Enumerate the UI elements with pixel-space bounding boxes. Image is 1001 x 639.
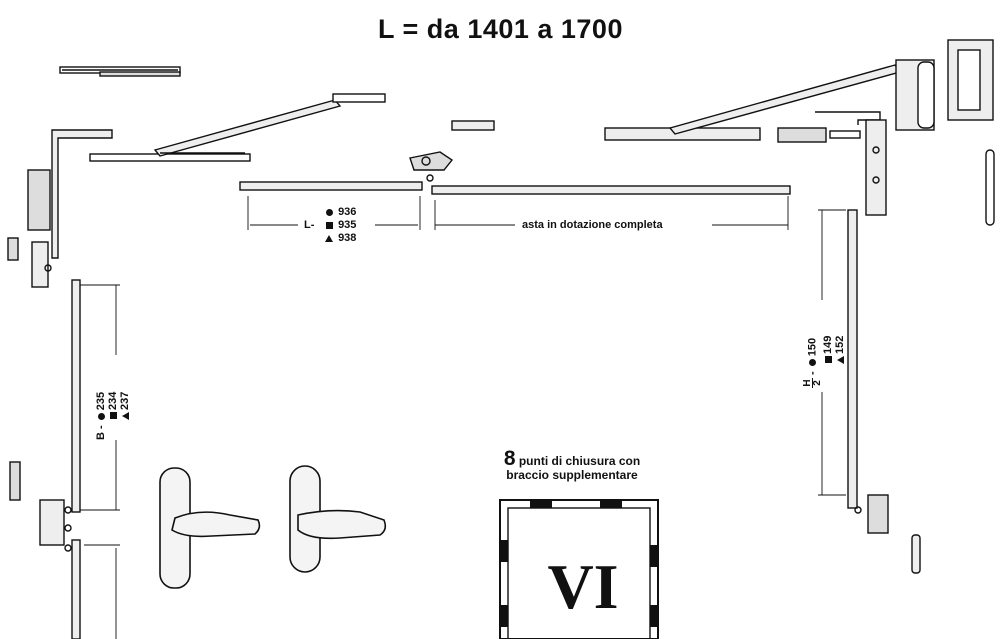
- pivot-part: [409, 151, 454, 182]
- right-dim-label: H 2 - 150 149 152: [802, 335, 846, 388]
- left-dim-code-3: 237: [119, 391, 131, 410]
- closing-points-caption: 8 punti di chiusura con braccio suppleme…: [462, 448, 682, 482]
- circle-symbol-icon: [809, 358, 816, 366]
- right-dim-fraction-bottom: 2: [812, 378, 823, 388]
- left-dimension-line: [80, 284, 120, 639]
- window-handle-left: [159, 467, 261, 589]
- window-handle-right: [289, 465, 387, 573]
- right-dim-code-1: 150: [806, 337, 819, 357]
- square-symbol-icon: [325, 221, 333, 229]
- left-keeper: [9, 461, 21, 501]
- triangle-symbol-icon: [836, 356, 844, 364]
- left-dim-prefix: B -: [95, 425, 107, 440]
- right-hinge: [895, 39, 995, 226]
- circle-symbol-icon: [325, 208, 333, 216]
- right-stay-arm: [604, 64, 902, 143]
- window-frame: [499, 499, 659, 639]
- square-symbol-icon: [109, 412, 117, 420]
- triangle-symbol-icon: [325, 234, 333, 242]
- caption-line-1: punti di chiusura con: [518, 454, 641, 468]
- top-dim-code-3: 938: [323, 233, 356, 244]
- top-dim-code-2: 935: [323, 220, 356, 231]
- triangle-symbol-icon: [121, 412, 129, 420]
- square-symbol-icon: [824, 356, 832, 364]
- right-vertical-rod: [847, 209, 858, 509]
- top-rod-left: [239, 181, 423, 191]
- top-rod-right: [431, 185, 791, 195]
- left-dim-label: B - 235 234 237: [95, 350, 131, 440]
- right-bottom-keeper: [854, 494, 921, 574]
- top-dimension-line: [247, 196, 789, 230]
- left-dim-code-2: 234: [107, 391, 119, 410]
- left-lower-rod: [71, 539, 81, 639]
- left-stay-arm: [89, 93, 386, 162]
- caption-line-2: braccio supplementare: [506, 468, 638, 482]
- small-stay-arm-part: [59, 66, 181, 77]
- left-gear-part: [39, 499, 72, 552]
- left-dim-code-1: 235: [95, 391, 107, 411]
- top-dim-prefix: L-: [304, 219, 315, 231]
- window-type-label: VI: [547, 551, 619, 622]
- right-dim-code-3: 152: [834, 335, 846, 354]
- closing-points-number: 8: [503, 447, 516, 470]
- left-vertical-rod: [71, 279, 81, 513]
- circle-symbol-icon: [97, 412, 105, 420]
- right-dim-code-2: 149: [822, 335, 834, 354]
- rod-label: asta in dotazione completa: [522, 219, 663, 231]
- top-dim-code-1: 936: [323, 207, 356, 218]
- right-dimension-line: [818, 209, 846, 496]
- page-title: L = da 1401 a 1700: [378, 14, 623, 44]
- keeper-part: [451, 120, 495, 131]
- right-corner-drive: [815, 111, 887, 216]
- left-corner-drive: [7, 129, 113, 288]
